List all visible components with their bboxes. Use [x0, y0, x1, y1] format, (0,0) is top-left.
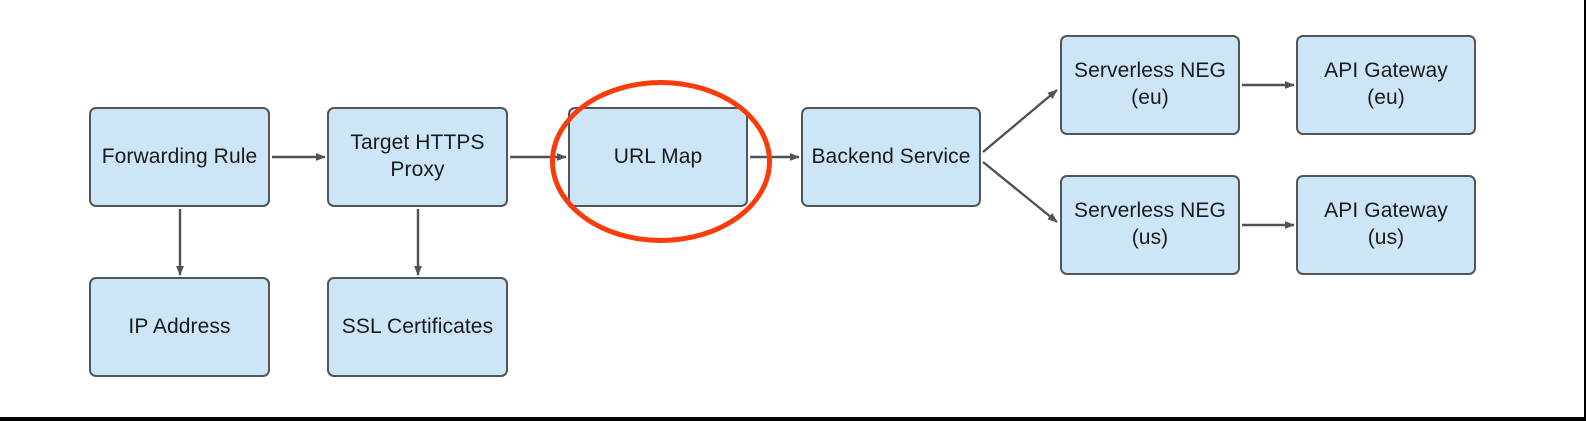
node-ssl-certificates[interactable]: SSL Certificates	[327, 277, 508, 377]
node-label-url-map: URL Map	[613, 144, 703, 168]
node-serverless-neg-eu[interactable]: Serverless NEG (eu)	[1060, 35, 1240, 135]
node-label-backend-service: Backend Service	[811, 144, 971, 168]
node-label-serverless-neg-us: Serverless NEG (us)	[1074, 199, 1226, 249]
node-label-api-gateway-us: API Gateway (us)	[1324, 199, 1448, 249]
node-label-api-gateway-eu: API Gateway (eu)	[1324, 59, 1448, 109]
node-label-forwarding-rule: Forwarding Rule	[101, 144, 258, 168]
node-api-gateway-eu[interactable]: API Gateway (eu)	[1296, 35, 1476, 135]
node-label-target-https-proxy: Target HTTPS Proxy	[350, 131, 485, 181]
node-backend-service[interactable]: Backend Service	[801, 107, 981, 207]
node-forwarding-rule[interactable]: Forwarding Rule	[89, 107, 270, 207]
node-label-ssl-certificates: SSL Certificates	[341, 314, 494, 338]
node-api-gateway-us[interactable]: API Gateway (us)	[1296, 175, 1476, 275]
node-ip-address[interactable]: IP Address	[89, 277, 270, 377]
node-serverless-neg-us[interactable]: Serverless NEG (us)	[1060, 175, 1240, 275]
node-url-map[interactable]: URL Map	[568, 107, 748, 207]
edge-backend-service-to-serverless-neg-eu	[982, 89, 1058, 153]
node-label-ip-address: IP Address	[128, 314, 231, 338]
edge-backend-service-to-serverless-neg-us	[982, 161, 1058, 223]
node-target-https-proxy[interactable]: Target HTTPS Proxy	[327, 107, 508, 207]
node-label-serverless-neg-eu: Serverless NEG (eu)	[1074, 59, 1226, 109]
